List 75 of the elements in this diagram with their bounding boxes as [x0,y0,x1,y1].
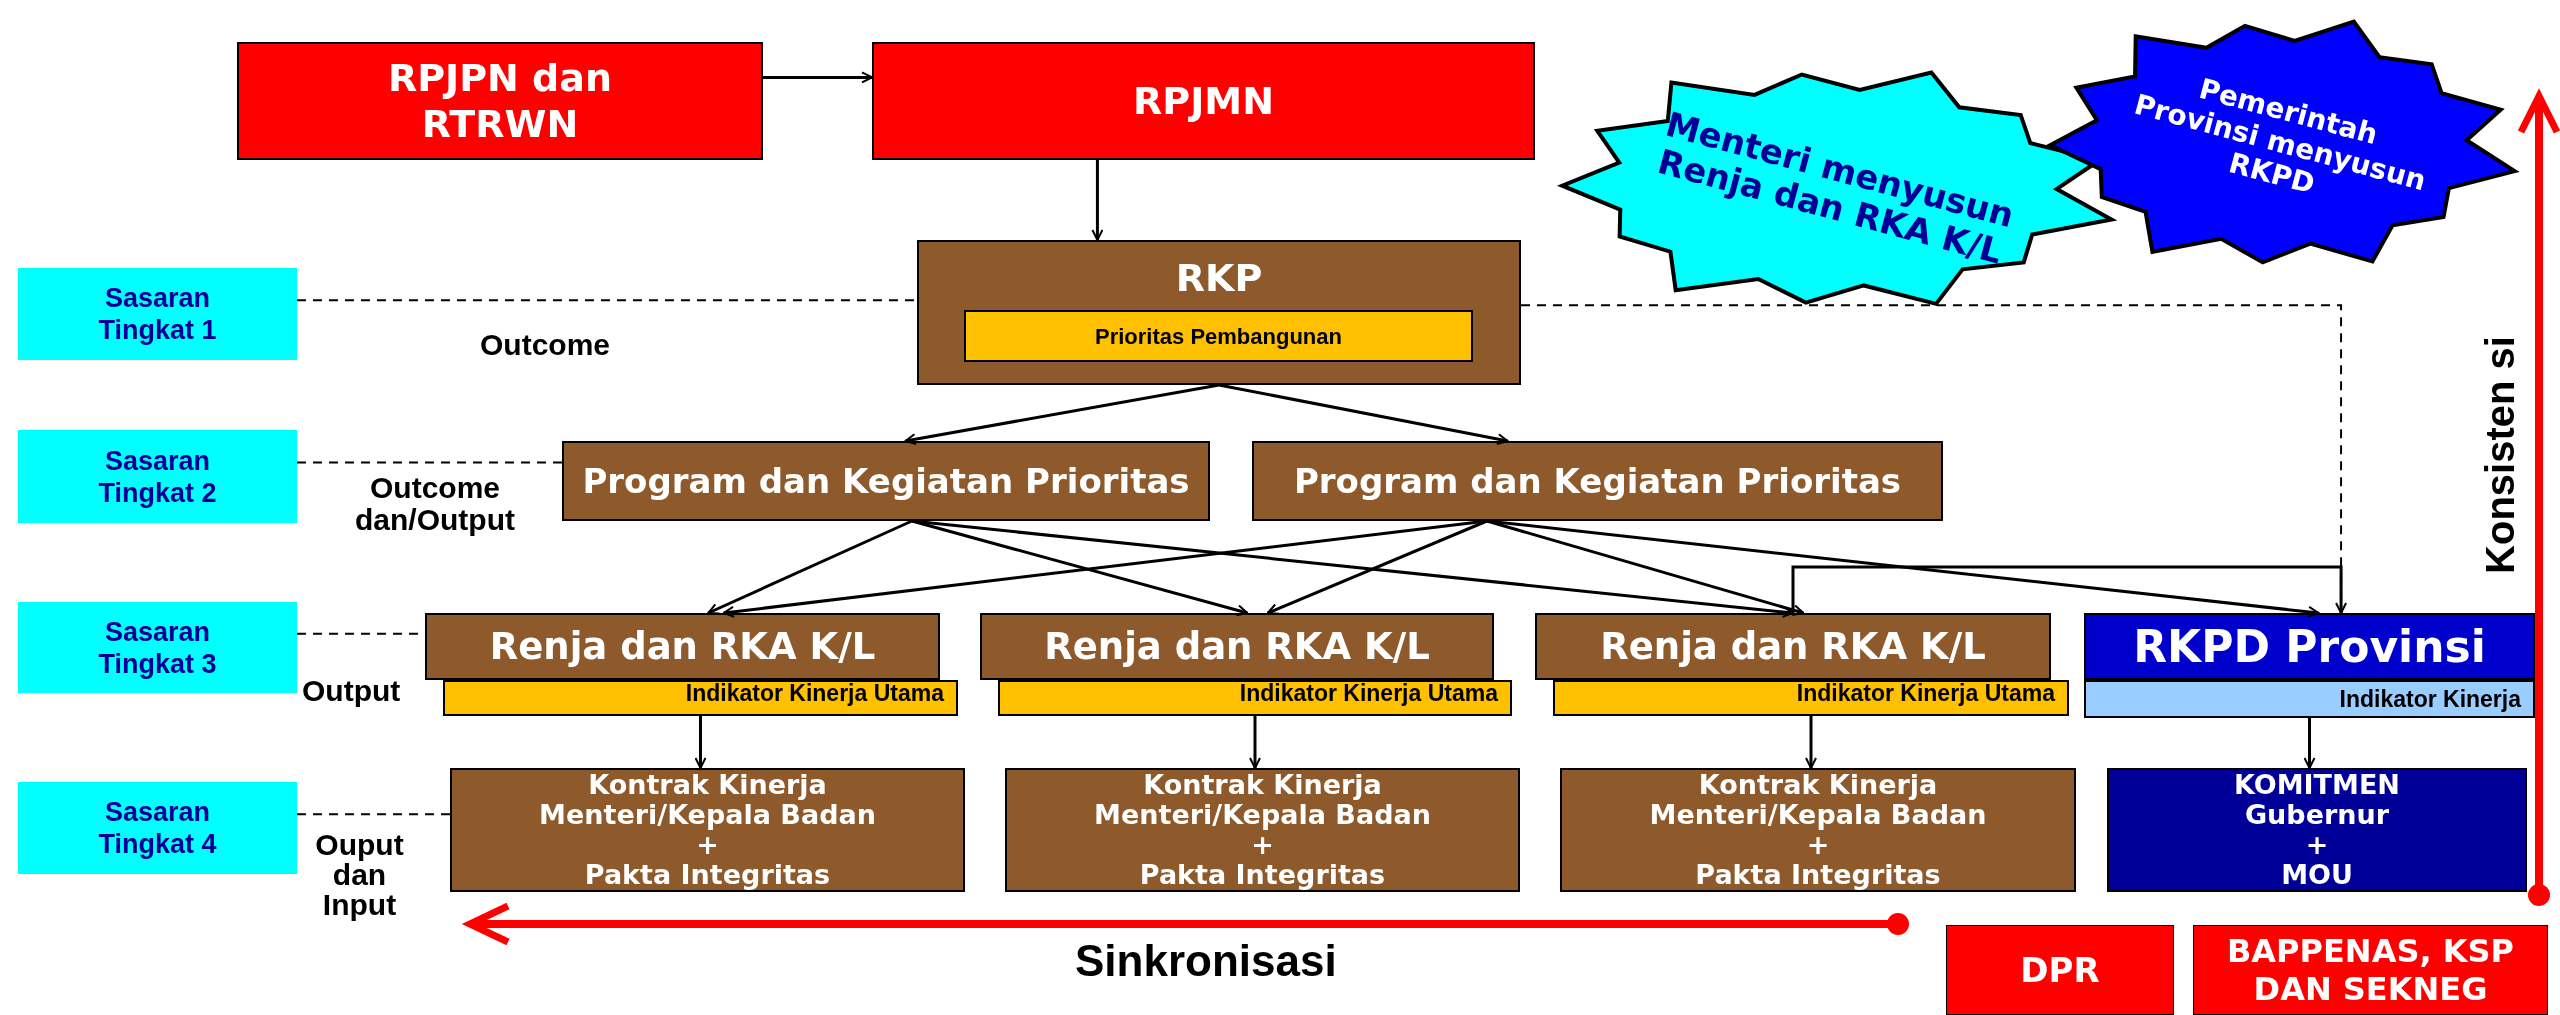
box-text: Program dan Kegiatan Prioritas [582,463,1190,499]
box-text: Sasaran Tingkat 2 [97,444,218,509]
institution-box [1946,925,2174,1015]
box-text: DPR [2020,948,2100,992]
box-text: + [1806,830,1830,860]
program-box [562,441,1210,521]
box-text: Pakta Integritas [1695,860,1941,890]
arrow [1091,160,1104,241]
box-text: + [1251,830,1274,860]
rkpd-box [2084,613,2535,680]
arrow [1486,519,2320,618]
dashed-connector [296,813,451,816]
plan-box [237,42,763,160]
box-text: Pakta Integritas [584,860,831,890]
box-text: + [2305,830,2329,860]
annotation-label: Ouput dan Input [314,830,405,920]
renja-box [980,613,1494,680]
box-text: BAPPENAS, KSP DAN SEKNEG [2225,932,2516,1008]
target-level-box [18,268,297,360]
indicator-strip [443,680,958,716]
box-text: Renja dan RKA K/L [1044,623,1430,670]
indicator-strip [2084,680,2535,718]
plan-box [917,240,1521,385]
box-text: + [696,830,719,860]
plan-box [872,42,1535,160]
box-text: Renja dan RKA K/L [1600,623,1986,670]
target-level-box [18,430,297,523]
program-box [1252,441,1943,521]
box-text: Renja dan RKA K/L [489,623,876,670]
box-text: Kontrak Kinerja Menteri/Kepala Badan [1648,770,1988,830]
arrow [1791,565,2348,614]
annotation-label: Outcome [480,327,611,363]
institution-box [2193,925,2548,1015]
box-text: Pakta Integritas [1139,860,1386,890]
box-text: Program dan Kegiatan Prioritas [1293,463,1902,499]
dashed-connector [296,461,563,464]
arrow [911,519,1794,618]
box-text: Sasaran Tingkat 4 [97,796,218,860]
contract-box [1005,768,1520,892]
box-text: KOMITMEN Gubernur [2233,770,2401,830]
box-text: Sasaran Tingkat 3 [97,615,218,680]
annotation-label: Outcome dan/Output [354,472,516,536]
box-text: Indikator Kinerja Utama [1239,678,1498,708]
annotation-label: Output [302,673,401,709]
priority-box [964,310,1473,362]
box-text: Kontrak Kinerja Menteri/Kepala Badan [1093,770,1432,830]
arrow [694,716,707,769]
box-text: RPJPN dan RTRWN [387,55,613,147]
box-text: Prioritas Pembangunan [1095,322,1342,351]
box-text: Sasaran Tingkat 1 [97,282,218,346]
arrow [1266,519,1488,615]
indicator-strip [1553,680,2069,716]
annotation-label: Sinkronisasi [1075,935,1337,987]
box-text: MOU [2281,860,2353,890]
indicator-strip [998,680,1512,716]
arrow [1805,716,1817,769]
renja-box [1535,613,2051,680]
arrow [707,519,913,615]
box-text: RKP [1175,255,1263,302]
arrow [763,71,873,84]
arrow [2303,718,2316,769]
box-text: Kontrak Kinerja Menteri/Kepala Badan [538,770,877,830]
arrow [1249,716,1261,769]
contract-box [450,768,965,892]
contract-box [1560,768,2076,892]
target-level-box [18,782,297,874]
box-text: RKPD Provinsi [2133,619,2486,674]
box-text: Indikator Kinerja [2339,684,2521,714]
renja-box [425,613,940,680]
commitment-box [2107,768,2527,892]
box-text: Indikator Kinerja Utama [1796,678,2055,708]
box-text: RPJMN [1133,77,1274,125]
box-text: Indikator Kinerja Utama [685,678,944,708]
annotation-label: Konsisten si [2477,335,2523,576]
target-level-box [18,602,297,693]
